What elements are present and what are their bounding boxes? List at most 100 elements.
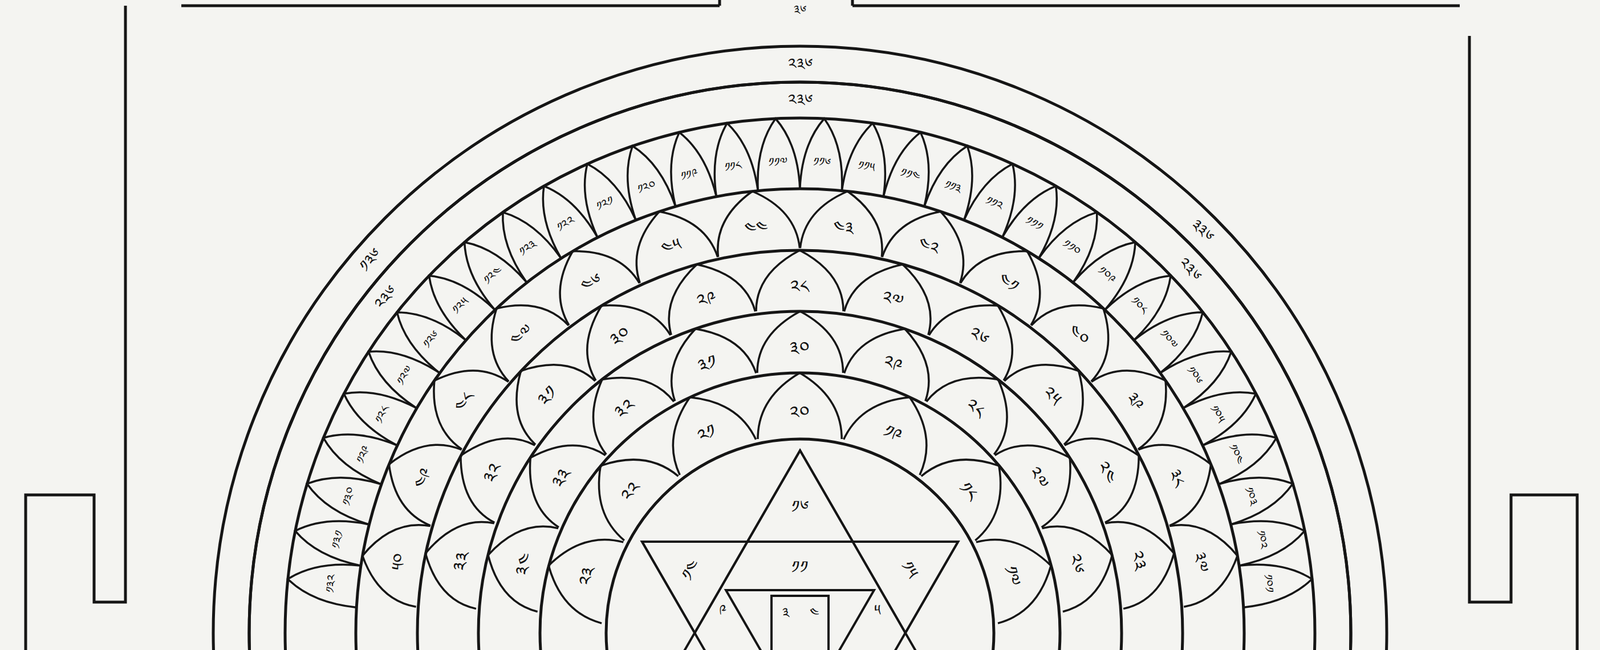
petal: ༣༠ <box>564 282 671 381</box>
petal-number: ༣༨ <box>1165 466 1188 490</box>
petal-number: ༢༦ <box>966 323 993 350</box>
petal: ༤༢ <box>882 198 980 283</box>
petal-number: ༡༠༧ <box>1157 327 1180 351</box>
band-number: ༣༣༦ <box>1188 216 1217 245</box>
petal: ༢༧ <box>844 252 945 335</box>
petal: ༡༡༣ <box>924 139 988 220</box>
petal-number: ༢༦ <box>1065 552 1088 576</box>
petal-outline <box>883 127 942 207</box>
petal-number: ༣༡ <box>695 352 720 376</box>
petal-number: ༡༣༠ <box>340 485 358 508</box>
frame-line <box>181 4 720 8</box>
petal-number: ༡༡༧ <box>768 156 788 170</box>
petal: ༤༣ <box>800 187 889 258</box>
petal-number: ༣༡ <box>534 383 561 409</box>
petal: ༢༤ <box>1064 416 1160 523</box>
petal: ༡༠༨ <box>1105 260 1185 340</box>
petal: ༤༧ <box>466 280 569 382</box>
petal-number: ༡༢༦ <box>420 328 442 351</box>
star-point: ༡༦ <box>747 450 854 542</box>
hexagram-line <box>642 541 958 650</box>
petal: ༡༠༤ <box>1203 418 1285 485</box>
petal-outline <box>800 117 846 190</box>
star-outline <box>615 496 748 633</box>
petal: ༡༢༠ <box>612 139 676 220</box>
petal: ༤༥ <box>620 198 718 283</box>
petal-number: ༡༠༤ <box>1226 442 1246 466</box>
petal-outline <box>754 117 800 190</box>
petal: ༣༢ <box>440 416 536 523</box>
petal-number: ༡༢༠ <box>635 178 658 197</box>
petal: ༢༨ <box>756 250 844 312</box>
petal: ༡༡༩ <box>659 127 717 207</box>
petal-number: ༡༡༨ <box>723 159 743 174</box>
petal: ༤༠ <box>1031 280 1134 382</box>
ring-line <box>355 188 1245 650</box>
petal-number: ༣༣ <box>450 549 473 573</box>
petal-number: ༡༢༣ <box>517 237 539 259</box>
petal: ༡༣༠ <box>301 463 381 525</box>
petal-number: ༡༩ <box>880 421 905 446</box>
petal-number: ༢༥ <box>1039 383 1066 409</box>
petal: ༢༢ <box>573 433 678 541</box>
petal-number: ༡༡༣ <box>942 179 964 197</box>
label-number: ༤ <box>809 606 819 620</box>
petal: ༡༨ <box>921 433 1026 541</box>
petal-number: ༡༧ <box>1001 563 1025 588</box>
petal: ༡༣༢ <box>285 558 361 608</box>
petal-number: ༡༢༩ <box>355 443 374 466</box>
petal-number: ༡༢༤ <box>481 264 505 287</box>
petal: ༡༠༡ <box>1239 558 1315 608</box>
petal-outline <box>315 418 397 485</box>
petal: ༢༦ <box>929 282 1036 381</box>
petal: ༡༢༥ <box>414 260 495 340</box>
petal: ༤༨ <box>411 346 509 450</box>
petal-outline <box>1219 463 1299 525</box>
frame-line <box>25 5 126 650</box>
band-number: ༡༣༦ <box>356 245 385 275</box>
petal-number: ༢༧ <box>880 287 907 312</box>
hexagram-line <box>771 595 829 650</box>
ring-line <box>478 311 1122 650</box>
petal-number: ༡༡༢ <box>984 195 1006 214</box>
petal: ༡༧ <box>976 525 1062 624</box>
petal-number: ༡༢༨ <box>373 403 393 425</box>
petal-number: ༤༢ <box>916 234 942 258</box>
petal-number: ༡༥ <box>897 558 921 582</box>
petal-number: ༡༠༩ <box>1095 264 1119 286</box>
petal: ༡༡༧ <box>754 117 800 190</box>
petal-number: ༤༣ <box>832 218 855 238</box>
petal-number: ༤༡ <box>995 270 1022 296</box>
petal: ༡༠༣ <box>1219 463 1299 525</box>
petal-number: ༡༦ <box>791 498 809 516</box>
petal-number: ༡༣༢ <box>324 574 339 594</box>
label-number: ༣༦ <box>793 3 807 17</box>
petal-number: ༣༠ <box>789 339 810 358</box>
petal-outline <box>924 139 988 220</box>
frame-line <box>718 0 722 6</box>
petal: ༡༣༡ <box>291 510 369 566</box>
band-number: ༢༣༦ <box>788 92 813 109</box>
frame-line <box>1469 35 1578 650</box>
petal: ༣༢ <box>567 352 674 455</box>
petal-number: ༣༠ <box>607 323 635 351</box>
petal-number: ༡༣༡ <box>330 529 347 550</box>
petal: ༤༡ <box>960 230 1063 326</box>
petal: ༣༠ <box>757 311 844 373</box>
petal-outline <box>612 139 676 220</box>
petal: ༤༤ <box>711 187 800 258</box>
petal: ༢༣ <box>537 525 624 624</box>
petal-number: ༡༠༢ <box>1253 529 1270 551</box>
petal-outline <box>1231 510 1309 566</box>
petal-number: ༢༡ <box>694 421 720 446</box>
petal-number: ༡༠༣ <box>1242 485 1260 508</box>
petal-number: ༢༢ <box>618 477 645 505</box>
petal: ༢༧ <box>994 421 1094 528</box>
petal-number: ༢༠ <box>789 403 810 422</box>
petal-outline <box>659 127 717 207</box>
petal-number: ༡༢༧ <box>395 364 416 388</box>
petal-number: ༢༣ <box>575 563 599 588</box>
petal-number: ༤༠ <box>1064 322 1092 349</box>
petal: ༢༠ <box>757 372 842 440</box>
label-number: ༡༡ <box>791 558 809 576</box>
